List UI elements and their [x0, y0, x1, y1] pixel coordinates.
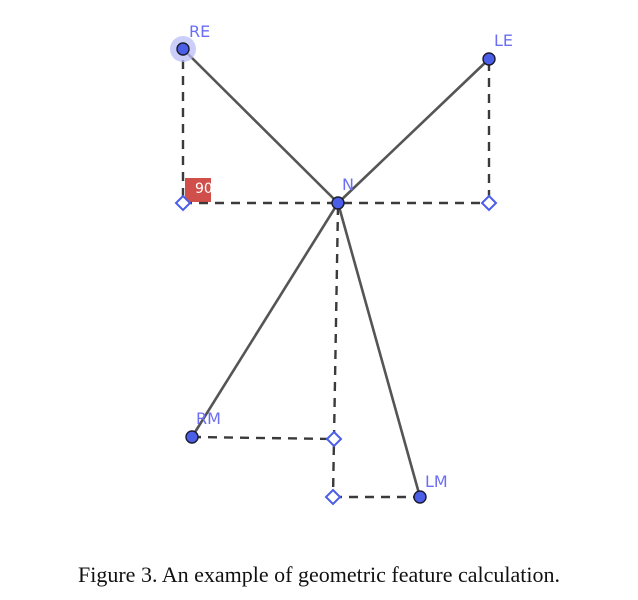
segment-n-re	[182, 48, 339, 204]
point-n[interactable]	[331, 196, 345, 210]
label-le: LE	[494, 31, 513, 50]
segment-n-rm	[190, 202, 340, 438]
label-re: RE	[189, 22, 210, 41]
point-le[interactable]	[482, 52, 496, 66]
point-rm[interactable]	[185, 430, 199, 444]
foot-point-rm	[325, 430, 343, 448]
point-re[interactable]	[176, 42, 190, 56]
foot-point-re	[174, 194, 192, 212]
label-n: N	[342, 175, 354, 194]
geometry-diagram: 90° RE LE N RM LM	[170, 22, 513, 506]
n-vertical-dash	[331, 205, 340, 498]
rm-horizontal-dash	[191, 435, 335, 441]
segment-n-le	[337, 58, 490, 204]
foot-point-lm	[324, 488, 342, 506]
point-lm[interactable]	[413, 490, 427, 504]
segment-n-lm	[336, 202, 422, 498]
angle-label: 90°	[195, 181, 220, 197]
label-lm: LM	[425, 472, 448, 491]
right-angle-marker	[185, 178, 211, 202]
foot-point-le	[480, 194, 498, 212]
label-rm: RM	[196, 409, 221, 428]
figure-caption: Figure 3. An example of geometric featur…	[78, 562, 560, 587]
